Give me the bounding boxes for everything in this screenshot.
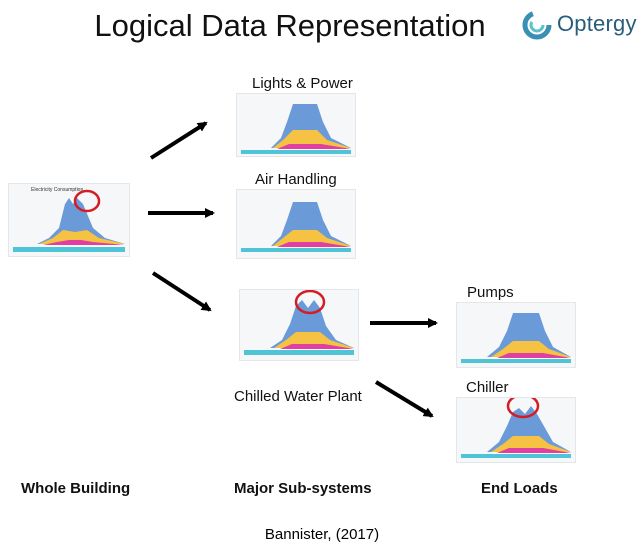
label-chilled-water-plant: Chilled Water Plant — [234, 388, 362, 405]
column-whole-building: Whole Building — [21, 480, 131, 497]
label-air-handling: Air Handling — [255, 171, 337, 188]
whole-building-chart: Electricity Consumption — [8, 183, 130, 257]
chart-title: Electricity Consumption — [31, 187, 83, 193]
label-chiller: Chiller — [466, 379, 509, 396]
logo-text: Optergy — [557, 11, 637, 36]
area-chart-graphic: Electricity Consumption — [9, 184, 129, 256]
label-lights-power: Lights & Power — [252, 75, 353, 92]
air-handling-chart — [236, 189, 356, 259]
area-chart-graphic — [237, 94, 355, 156]
area-chart-graphic — [237, 190, 355, 258]
page-title: Logical Data Representation — [94, 8, 486, 43]
pumps-chart — [456, 302, 576, 368]
area-chart-graphic — [457, 303, 575, 367]
label-pumps: Pumps — [467, 284, 514, 301]
arrow-to-chiller — [374, 380, 434, 418]
column-major-sub-systems: Major Sub-systems — [234, 480, 372, 497]
source-citation: Bannister, (2017) — [264, 526, 380, 543]
arrow-to-lights-power — [149, 121, 208, 160]
area-chart-graphic — [240, 290, 358, 360]
chilled-water-plant-chart — [239, 289, 359, 361]
lights-power-chart — [236, 93, 356, 157]
column-end-loads: End Loads — [481, 480, 558, 497]
highlight-circle — [294, 290, 326, 315]
highlight-circle — [73, 189, 101, 213]
arrow-to-chilled-water — [151, 271, 212, 312]
chiller-chart — [456, 397, 576, 463]
highlight-circle — [506, 398, 540, 419]
optergy-swirl-icon — [522, 10, 552, 40]
area-chart-graphic — [457, 398, 575, 462]
